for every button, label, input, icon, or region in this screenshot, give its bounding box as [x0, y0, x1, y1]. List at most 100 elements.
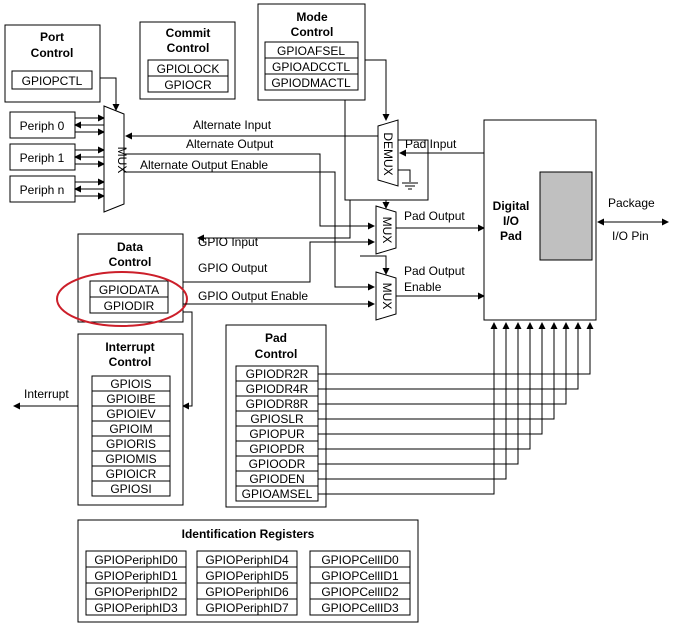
commit-control-title-2: Control	[167, 41, 210, 55]
mode-control-block: Mode Control GPIOAFSEL GPIOADCCTL GPIODM…	[257, 3, 366, 101]
register-gpiodr2r: GPIODR2R	[246, 367, 309, 381]
digital-io-pad: Digital I/O Pad	[483, 119, 597, 321]
register-gpiodata: GPIODATA	[99, 283, 159, 297]
pad-control-wires	[318, 322, 594, 495]
pad-wire-gpioslr	[318, 322, 558, 420]
register-gpiosi: GPIOSI	[110, 482, 151, 496]
commit-control-block: Commit Control GPIOLOCK GPIOCR	[139, 21, 236, 100]
periph-1-label: Periph 1	[20, 151, 65, 165]
identification-block: Identification Registers GPIOPeriphID0GP…	[77, 519, 419, 623]
pad-control-title-1: Pad	[265, 331, 287, 345]
register-gpiolock: GPIOLOCK	[157, 62, 220, 76]
commit-control-title-1: Commit	[166, 26, 211, 40]
port-control-title-2: Control	[31, 46, 74, 60]
register-gpiodr8r: GPIODR8R	[246, 397, 309, 411]
pad-output-enable-label-1: Pad Output	[404, 264, 465, 278]
register-gpiocr: GPIOCR	[164, 78, 212, 92]
pad-wire-gpioodr	[318, 322, 522, 465]
pad-wire-gpioden	[318, 322, 510, 480]
periph-0-label: Periph 0	[20, 119, 65, 133]
register-gpiopcellid1: GPIOPCellID1	[321, 569, 399, 583]
pad-output-enable-mux-label: MUX	[380, 283, 394, 310]
port-control-title-1: Port	[40, 30, 64, 44]
pad-wire-gpiodr8r	[318, 322, 570, 405]
peripheral-blocks: Periph 0 Periph 1 Periph n	[9, 111, 76, 203]
digital-pad-line-3: Pad	[500, 229, 522, 243]
gpio-output-enable-label: GPIO Output Enable	[198, 289, 308, 303]
register-gpioslr: GPIOSLR	[250, 412, 304, 426]
pad-output-mux-label: MUX	[380, 217, 394, 244]
pad-output-enable-label-2: Enable	[404, 280, 442, 294]
register-gpioperiphid7-box	[196, 598, 298, 616]
pad-wire-gpioamsel	[318, 322, 498, 495]
register-gpioperiphid3-box	[85, 598, 187, 616]
package-label-2: I/O Pin	[612, 229, 649, 243]
register-gpioibe: GPIOIBE	[106, 392, 155, 406]
register-gpioperiphid3: GPIOPeriphID3	[94, 601, 178, 615]
port-control-block: Port Control GPIOPCTL	[4, 24, 101, 103]
register-gpiopdr: GPIOPDR	[249, 442, 305, 456]
pad-control-block: Pad Control GPIODR2RGPIODR4RGPIODR8RGPIO…	[225, 324, 327, 508]
demux-label: DEMUX	[381, 132, 395, 175]
register-gpiopcellid3-box	[309, 598, 411, 616]
alternate-input-label: Alternate Input	[193, 118, 272, 132]
register-gpiopcellid2: GPIOPCellID2	[321, 585, 399, 599]
alternate-output-enable-label: Alternate Output Enable	[140, 158, 268, 172]
register-gpiopur: GPIOPUR	[249, 427, 305, 441]
identification-title: Identification Registers	[182, 527, 315, 541]
periph-mux-wires	[74, 114, 105, 200]
register-gpioperiphid5: GPIOPeriphID5	[205, 569, 289, 583]
pad-input-label: Pad Input	[405, 137, 457, 151]
pad-wire-gpiodr4r	[318, 322, 582, 390]
digital-pad-line-1: Digital	[493, 199, 530, 213]
gpio-output-label: GPIO Output	[198, 261, 268, 275]
gpio-input-label: GPIO Input	[198, 235, 259, 249]
register-gpiopcellid0: GPIOPCellID0	[321, 553, 399, 567]
register-gpioperiphid7: GPIOPeriphID7	[205, 601, 289, 615]
register-gpioafsel: GPIOAFSEL	[277, 44, 345, 58]
highlight-ellipse	[56, 271, 188, 327]
data-control-block: Data Control GPIODATA GPIODIR	[77, 233, 184, 323]
register-gpiopcellid3: GPIOPCellID3	[321, 601, 399, 615]
interrupt-label: Interrupt	[24, 387, 69, 401]
register-gpiodr4r: GPIODR4R	[246, 382, 309, 396]
pad-wire-gpiopdr	[318, 322, 534, 450]
register-gpiois: GPIOIS	[110, 377, 151, 391]
alternate-signals: Alternate Input Alternate Output Alterna…	[124, 118, 380, 291]
register-gpioperiphid6: GPIOPeriphID6	[205, 585, 289, 599]
register-gpiosi-box	[91, 480, 171, 497]
register-gpiodmactl: GPIODMACTL	[271, 76, 351, 90]
register-gpioodr: GPIOODR	[249, 457, 306, 471]
register-gpioim: GPIOIM	[109, 422, 152, 436]
pad-control-title-2: Control	[255, 347, 298, 361]
register-gpioamsel: GPIOAMSEL	[242, 487, 313, 501]
register-gpioden: GPIODEN	[249, 472, 304, 486]
interrupt-control-block: Interrupt Control GPIOISGPIOIBEGPIOIEVGP…	[77, 333, 184, 506]
register-gpioperiphid4: GPIOPeriphID4	[205, 553, 289, 567]
pad-output-label: Pad Output	[404, 209, 465, 223]
register-gpioris: GPIORIS	[106, 437, 156, 451]
mode-control-title-1: Mode	[296, 10, 328, 24]
digital-pad-line-2: I/O	[503, 214, 519, 228]
pad-wire-gpiopur	[318, 322, 546, 435]
package-label-1: Package	[608, 196, 655, 210]
interrupt-control-title-1: Interrupt	[105, 340, 154, 354]
data-control-title-1: Data	[117, 240, 143, 254]
register-gpioperiphid0: GPIOPeriphID0	[94, 553, 178, 567]
pad-cell	[539, 171, 593, 261]
periph-mux-label: MUX	[115, 147, 129, 174]
mode-control-title-2: Control	[291, 25, 334, 39]
register-gpioicr: GPIOICR	[106, 467, 157, 481]
pad-output-enable-mux: MUX	[375, 271, 397, 321]
register-gpioadcctl: GPIOADCCTL	[272, 60, 350, 74]
register-gpiopctl: GPIOPCTL	[22, 74, 83, 88]
register-gpioiev: GPIOIEV	[106, 407, 155, 421]
register-gpioperiphid1: GPIOPeriphID1	[94, 569, 178, 583]
periph-mux: MUX	[103, 105, 129, 213]
periph-n-label: Periph n	[20, 183, 65, 197]
pad-output-mux: MUX	[375, 205, 397, 255]
data-control-title-2: Control	[109, 255, 152, 269]
pad-wire-gpiodr2r	[318, 322, 594, 375]
register-gpiodir: GPIODIR	[104, 299, 155, 313]
